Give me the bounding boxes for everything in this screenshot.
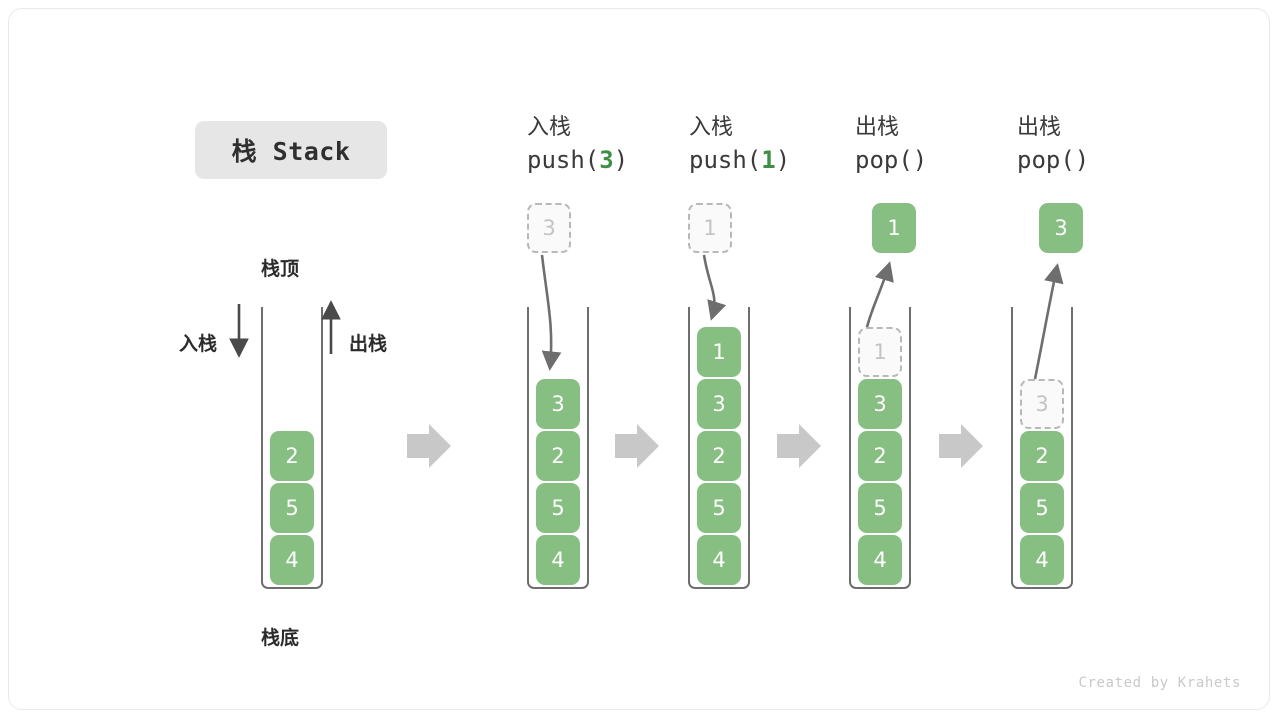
label-stack-bottom: 栈底 xyxy=(261,627,300,649)
column-header-cn: 出栈 xyxy=(855,115,900,140)
step-arrow-icon xyxy=(939,424,983,468)
label-stack-top: 栈顶 xyxy=(261,258,300,280)
stack-cell-ghost: 1 xyxy=(858,327,902,377)
column-header-cn: 入栈 xyxy=(689,115,734,140)
stack-container-pop-3 xyxy=(1011,307,1073,589)
column-header-code: pop() xyxy=(855,143,1025,177)
column-header-code: push(3) xyxy=(527,143,697,177)
code-arg: 3 xyxy=(599,146,614,174)
stack-cell: 5 xyxy=(858,483,902,533)
stack-container-initial xyxy=(261,307,323,589)
column-header-push-1: 入栈 push(1) xyxy=(689,113,859,177)
step-arrow-icon xyxy=(777,424,821,468)
label-pop-side: 出栈 xyxy=(349,333,388,355)
column-header-cn: 入栈 xyxy=(527,115,572,140)
stack-cell: 4 xyxy=(270,535,314,585)
column-header-push-3: 入栈 push(3) xyxy=(527,113,697,177)
code-prefix: pop( xyxy=(1017,146,1075,174)
credit-text: Created by Krahets xyxy=(1078,675,1241,691)
stack-cell: 3 xyxy=(697,379,741,429)
code-arg: 1 xyxy=(761,146,776,174)
stack-cell: 5 xyxy=(697,483,741,533)
stack-cell: 2 xyxy=(697,431,741,481)
stack-cell: 4 xyxy=(536,535,580,585)
stack-cell: 4 xyxy=(1020,535,1064,585)
stack-container-push-3 xyxy=(527,307,589,589)
stack-cell: 5 xyxy=(270,483,314,533)
code-suffix: ) xyxy=(912,146,928,174)
stack-cell: 5 xyxy=(1020,483,1064,533)
column-header-pop-1: 出栈 pop() xyxy=(855,113,1025,177)
stack-cell: 3 xyxy=(858,379,902,429)
stack-cell: 2 xyxy=(270,431,314,481)
column-header-pop-3: 出栈 pop() xyxy=(1017,113,1187,177)
stack-cell: 4 xyxy=(858,535,902,585)
code-suffix: ) xyxy=(1074,146,1090,174)
stack-cell-ghost: 3 xyxy=(1020,379,1064,429)
stack-container-push-1 xyxy=(688,307,750,589)
floating-cell-ghost: 3 xyxy=(527,203,571,253)
step-arrow-icon xyxy=(615,424,659,468)
code-prefix: push( xyxy=(689,146,762,174)
code-prefix: push( xyxy=(527,146,600,174)
floating-cell-popped: 3 xyxy=(1039,203,1083,253)
column-header-code: pop() xyxy=(1017,143,1187,177)
label-push-side: 入栈 xyxy=(179,333,218,355)
floating-cell-ghost: 1 xyxy=(688,203,732,253)
stack-cell: 2 xyxy=(858,431,902,481)
code-suffix: ) xyxy=(775,146,791,174)
step-arrow-icon xyxy=(407,424,451,468)
stack-container-pop-1 xyxy=(849,307,911,589)
stack-cell: 2 xyxy=(536,431,580,481)
stack-cell: 3 xyxy=(536,379,580,429)
code-suffix: ) xyxy=(613,146,629,174)
stack-cell: 2 xyxy=(1020,431,1064,481)
title-badge: 栈 Stack xyxy=(195,121,387,179)
floating-cell-popped: 1 xyxy=(872,203,916,253)
stack-cell: 5 xyxy=(536,483,580,533)
stack-cell: 4 xyxy=(697,535,741,585)
column-header-cn: 出栈 xyxy=(1017,115,1062,140)
stack-cell: 1 xyxy=(697,327,741,377)
diagram-card: 栈 Stack 入栈 push(3) 入栈 push(1) 出栈 pop() 出… xyxy=(8,8,1270,710)
column-header-code: push(1) xyxy=(689,143,859,177)
code-prefix: pop( xyxy=(855,146,913,174)
